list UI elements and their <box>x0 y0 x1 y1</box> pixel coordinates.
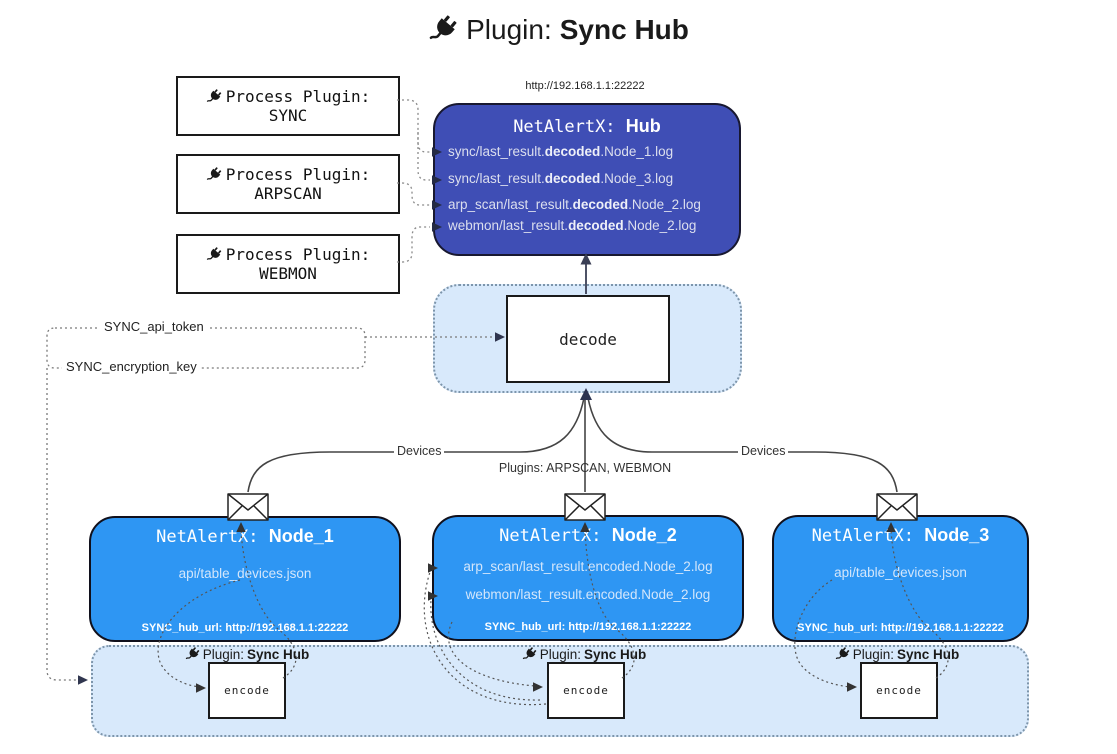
node-file-line: api/table_devices.json <box>834 565 967 580</box>
node-file-line: api/table_devices.json <box>178 566 312 581</box>
process-plugin-label: Process Plugin: <box>225 245 371 264</box>
node-file-line: arp_scan/last_result.encoded.Node_2.log <box>463 559 713 574</box>
plugin-sync-hub-tag: Plugin:Sync Hub <box>822 647 972 662</box>
node-2: NetAlertX: Node_2 arp_scan/last_result.e… <box>432 515 744 641</box>
plug-icon <box>205 166 222 183</box>
process-plugin-label: Process Plugin: <box>225 165 371 184</box>
node-title: NetAlertX: Node_2 <box>499 525 677 546</box>
encode-box-1: encode <box>208 662 286 719</box>
sync-api-token-label: SYNC_api_token <box>100 319 208 334</box>
plug-icon <box>834 647 850 662</box>
plug-icon <box>205 246 222 263</box>
process-plugin-webmon: Process Plugin: WEBMON <box>176 234 400 294</box>
page-title-name: Sync Hub <box>559 14 689 45</box>
hub-log-line: arp_scan/last_result.decoded.Node_2.log <box>448 197 701 212</box>
process-plugin-sync: Process Plugin: SYNC <box>176 76 400 136</box>
devices-left-label: Devices <box>394 444 445 458</box>
node-title: NetAlertX: Node_3 <box>811 525 990 546</box>
plug-icon <box>521 647 537 662</box>
process-plugin-name: ARPSCAN <box>254 184 322 203</box>
page-title-label: Plugin: <box>466 14 552 45</box>
node-1: NetAlertX: Node_1 api/table_devices.json… <box>89 516 401 642</box>
process-to-hub-edges <box>397 99 430 263</box>
node-hub-url: SYNC_hub_url: http://192.168.1.1:22222 <box>141 622 349 634</box>
process-plugin-label: Process Plugin: <box>225 87 371 106</box>
hub-log-line: sync/last_result.decoded.Node_1.log <box>448 144 674 159</box>
process-plugin-name: SYNC <box>268 106 308 125</box>
hub-title-name: Hub <box>625 116 661 136</box>
encode-box-2: encode <box>547 662 625 719</box>
process-plugin-name: WEBMON <box>259 264 317 283</box>
decode-label: decode <box>559 329 617 349</box>
hub-title: NetAlertX: Hub <box>435 116 739 137</box>
hub-log-line: sync/last_result.decoded.Node_3.log <box>448 171 674 186</box>
hub-title-prefix: NetAlertX: <box>513 117 616 137</box>
plug-icon <box>184 647 200 662</box>
plugin-sync-hub-tag: Plugin:Sync Hub <box>509 647 659 662</box>
node-file-line: webmon/last_result.encoded.Node_2.log <box>465 587 711 602</box>
node-3: NetAlertX: Node_3 api/table_devices.json… <box>772 515 1029 642</box>
plug-icon <box>205 88 222 105</box>
encode-box-3: encode <box>860 662 938 719</box>
node-title: NetAlertX: Node_1 <box>156 526 334 547</box>
node-hub-url: SYNC_hub_url: http://192.168.1.1:22222 <box>484 621 692 633</box>
devices-right-label: Devices <box>738 444 789 458</box>
sync-encryption-key-label: SYNC_encryption_key <box>62 359 201 374</box>
hub-log-line: webmon/last_result.decoded.Node_2.log <box>448 218 697 233</box>
plugins-edge-label: Plugins: ARPSCAN, WEBMON <box>498 461 672 475</box>
hub-url-label: http://192.168.1.1:22222 <box>525 80 645 92</box>
nodes-to-decode-edges <box>247 396 898 493</box>
page-title: Plugin: Sync Hub <box>0 14 1117 46</box>
plug-icon <box>428 15 459 45</box>
decode-box: decode <box>506 295 670 383</box>
hub-node: NetAlertX: Hub sync/last_result.decoded.… <box>433 103 741 256</box>
plugin-sync-hub-tag: Plugin:Sync Hub <box>172 647 322 662</box>
node-hub-url: SYNC_hub_url: http://192.168.1.1:22222 <box>797 622 1004 634</box>
process-plugin-arpscan: Process Plugin: ARPSCAN <box>176 154 400 214</box>
